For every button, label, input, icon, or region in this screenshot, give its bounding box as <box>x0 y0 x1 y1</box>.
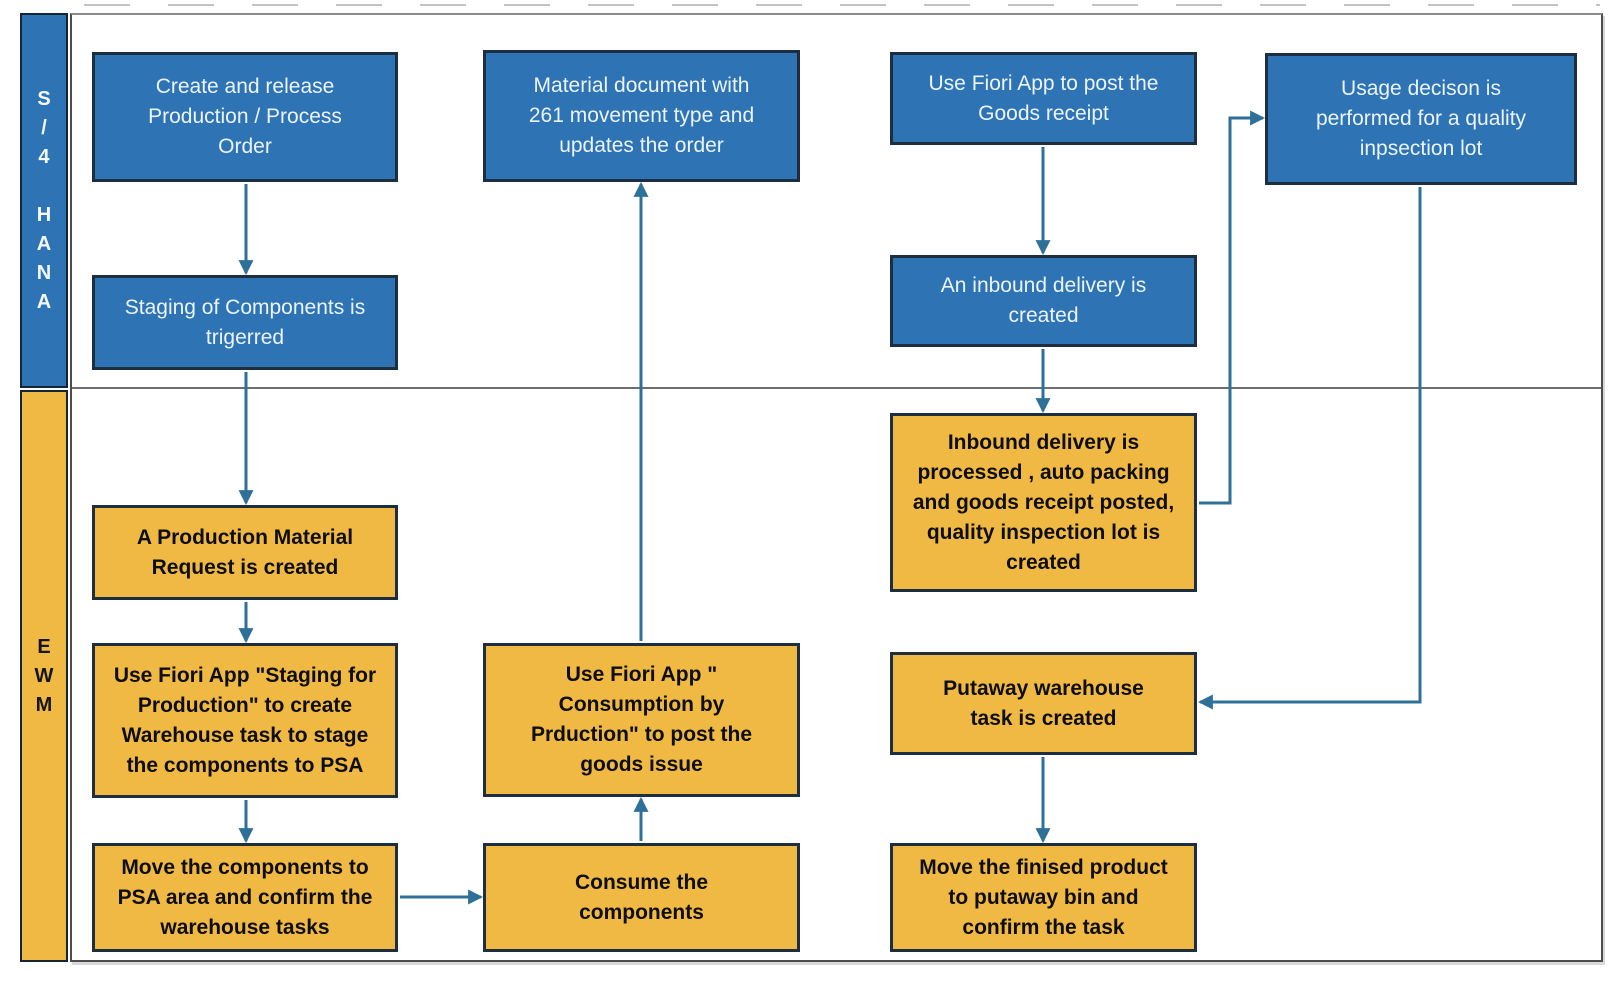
node-material-document-261: Material document with 261 movement type… <box>483 50 800 182</box>
node-consume-components-label: Consume the components <box>574 870 708 924</box>
node-move-finished-product-label: Move the finised product to putaway bin … <box>919 855 1168 939</box>
node-usage-decision-label: Usage decison is performed for a quality… <box>1315 77 1527 160</box>
node-fiori-staging-production-label: Use Fiori App "Staging for Production" t… <box>113 663 377 777</box>
node-move-finished-product: Move the finised product to putaway bin … <box>890 843 1197 952</box>
node-consume-components: Consume the components <box>483 843 800 952</box>
node-inbound-delivery-created: An inbound delivery is created <box>890 255 1197 347</box>
node-fiori-goods-receipt: Use Fiori App to post the Goods receipt <box>890 52 1197 145</box>
lane-label-ewm-text: E W M <box>34 635 54 716</box>
node-production-material-request-label: A Production Material Request is created <box>136 525 354 579</box>
node-create-release-order-label: Create and release Production / Process … <box>148 75 342 158</box>
node-move-components-psa: Move the components to PSA area and conf… <box>92 843 398 952</box>
node-inbound-delivery-processed-label: Inbound delivery is processed , auto pac… <box>912 430 1175 574</box>
node-move-components-psa-label: Move the components to PSA area and conf… <box>117 855 373 939</box>
node-material-document-261-label: Material document with 261 movement type… <box>528 74 755 157</box>
node-inbound-delivery-created-label: An inbound delivery is created <box>940 274 1147 327</box>
node-usage-decision: Usage decison is performed for a quality… <box>1265 53 1577 185</box>
lane-label-ewm: E W M <box>20 390 68 962</box>
node-putaway-task-created: Putaway warehouse task is created <box>890 652 1197 755</box>
node-fiori-goods-receipt-label: Use Fiori App to post the Goods receipt <box>928 71 1159 125</box>
node-fiori-staging-production: Use Fiori App "Staging for Production" t… <box>92 643 398 798</box>
lane-divider <box>72 387 1601 389</box>
node-production-material-request: A Production Material Request is created <box>92 505 398 600</box>
ruler-ticks <box>84 4 1600 6</box>
node-staging-triggered-label: Staging of Components is trigerred <box>124 295 366 349</box>
lane-label-s4hana-text: S / 4 H A N A <box>36 87 52 313</box>
lane-label-s4hana: S / 4 H A N A <box>20 13 68 388</box>
node-staging-triggered: Staging of Components is trigerred <box>92 275 398 370</box>
node-create-release-order: Create and release Production / Process … <box>92 52 398 182</box>
node-putaway-task-created-label: Putaway warehouse task is created <box>943 676 1144 730</box>
node-fiori-consumption-production-label: Use Fiori App " Consumption by Prduction… <box>530 663 753 776</box>
node-fiori-consumption-production: Use Fiori App " Consumption by Prduction… <box>483 643 800 797</box>
node-inbound-delivery-processed: Inbound delivery is processed , auto pac… <box>890 413 1197 592</box>
